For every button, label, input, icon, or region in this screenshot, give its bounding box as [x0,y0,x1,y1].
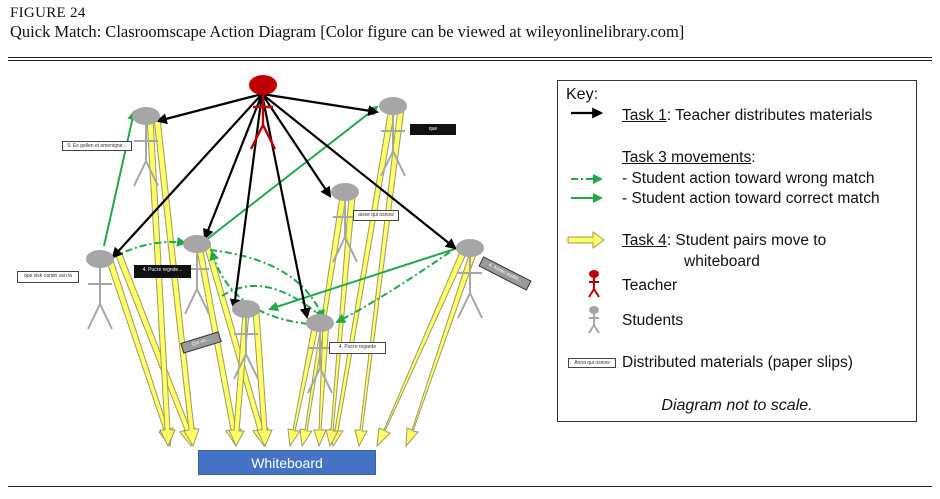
yellow-arrow [354,107,405,448]
key-symbols [567,107,605,334]
student-figure [132,107,160,187]
figure-header: FIGURE 24 Quick Match: Clasroomscape Act… [10,4,684,42]
yellow-arrow [228,311,250,448]
key-task3: Task 3 movements: [622,148,756,168]
paper-slip: aisse qui osnow [353,210,399,221]
black-arrow [111,93,263,259]
top-rule-double [8,60,932,61]
bottom-rule [8,486,932,487]
teacher-figure [249,75,277,150]
key-students: Students [622,312,684,329]
key-title: Key: [566,86,599,103]
top-rule [8,57,932,58]
key-teacher-icon [588,270,600,298]
green-dashed-arrow [209,249,325,320]
key-task3-correct: - Student action toward correct match [622,190,880,207]
key-materials: Distributed materials (paper slips) [622,354,853,371]
yellow-arrow [252,311,273,448]
whiteboard: Whiteboard [198,450,376,475]
key-task1-text: : Teacher distributes materials [666,107,873,124]
student-figure [183,235,211,315]
black-arrow [261,92,380,117]
paper-slip: que [410,124,456,135]
key-task4: Task 4: Student pairs move to [622,231,826,251]
yellow-arrow [405,251,477,448]
key-student-icon [588,306,600,334]
figure-title: Quick Match: Clasroomscape Action Diagra… [10,22,685,41]
yellow-arrow [329,107,396,448]
green-dashed-arrow [209,250,309,325]
student-figure [232,300,260,380]
paper-slip: 4. Pucre regarde [329,342,386,354]
black-arrow [203,93,264,241]
key-paper-slip: Anna qui osnow [568,358,616,368]
student-figure [331,183,359,263]
student-figure [379,97,407,177]
black-arrow [261,93,332,198]
key-task4-arrow [567,231,605,249]
paper-slip: 4. Pucre regnde... [134,265,191,278]
key-task1-label: Task 1 [622,107,667,124]
key-task4-text: : Student pairs move to [666,232,827,249]
key-task4-label: Task 4 [622,232,667,249]
key-task3-colon: : [751,149,756,166]
green-arrow [103,110,138,247]
key-task3-label: Task 3 movements [622,149,752,166]
yellow-arrow [313,321,330,448]
yellow-arrow [287,321,320,448]
paper-slip: 5. Es gellen et omenigne... [62,141,132,151]
black-arrow [229,93,264,311]
black-arrow [261,93,457,250]
yellow-arrow [146,117,176,448]
student-figure [456,239,484,319]
figure-number: FIGURE 24 [10,5,86,21]
green-arrow [205,105,379,241]
student-figure [306,314,334,394]
paper-slip: que sisk caridn usn la [17,271,79,283]
black-arrow [155,92,263,125]
diagram-key: Key: Task 1: Teacher distributes materia… [557,80,917,422]
yellow-arrow [376,251,467,448]
task3-wrong-arrows [111,236,451,325]
key-teacher: Teacher [622,277,678,294]
key-task3-wrong: - Student action toward wrong match [622,170,875,187]
black-arrow [260,93,311,320]
green-dashed-arrow [335,251,451,323]
task1-arrows [111,92,457,320]
key-task1: Task 1: Teacher distributes materials [622,106,872,126]
green-dashed-arrow [221,284,324,319]
key-scale-note: Diagram not to scale. [661,397,813,414]
students [86,97,484,394]
student-figure [86,250,114,330]
key-task4-text-2: whiteboard [684,253,760,270]
